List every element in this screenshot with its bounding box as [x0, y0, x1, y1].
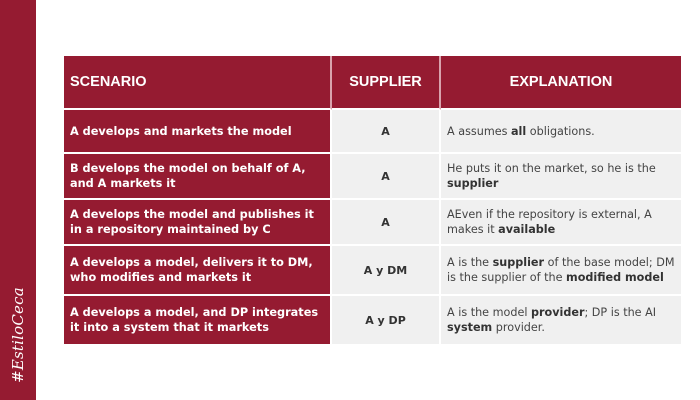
text-run: AEven if the repository is external, A m…	[447, 208, 652, 236]
explanation-text: AEven if the repository is external, A m…	[447, 207, 675, 237]
emphasis-text: system	[447, 321, 493, 334]
text-run: ; DP is the AI	[584, 306, 657, 319]
explanation-text: A assumes all obligations.	[447, 124, 595, 139]
table-row: A develops a model, delivers it to DM, w…	[64, 246, 681, 296]
scenario-cell: B develops the model on behalf of A, and…	[64, 154, 332, 200]
emphasis-text: all	[510, 124, 527, 138]
supplier-cell: A	[332, 110, 441, 154]
text-run: of the base model; DM is the supplier of…	[447, 256, 675, 284]
side-brand-band: #EstiloCeca	[0, 0, 36, 400]
table-row: A develops the model and publishes it in…	[64, 200, 681, 246]
header-scenario: SCENARIO	[64, 56, 332, 110]
explanation-cell: A is the supplier of the base model; DM …	[441, 246, 681, 296]
scenario-cell: A develops a model, delivers it to DM, w…	[64, 246, 332, 296]
text-run: provider.	[492, 321, 545, 334]
emphasis-text: supplier	[447, 177, 499, 190]
explanation-cell: He puts it on the market, so he is the s…	[441, 154, 681, 200]
emphasis-text: provider	[531, 306, 585, 319]
emphasis-text: modified model	[566, 271, 664, 284]
emphasis-text: supplier	[492, 256, 545, 269]
supplier-cell: A	[332, 200, 441, 246]
supplier-cell: A	[332, 154, 441, 200]
supplier-scenarios-table: SCENARIO SUPPLIER EXPLANATION A develops…	[64, 56, 681, 344]
hashtag-label: #EstiloCeca	[9, 287, 27, 383]
header-explanation: EXPLANATION	[441, 56, 681, 110]
explanation-text: A is the supplier of the base model; DM …	[447, 255, 675, 285]
table-row: A develops and markets the model A A ass…	[64, 110, 681, 154]
supplier-cell: A y DM	[332, 246, 441, 296]
text-run: A is the	[447, 256, 493, 269]
table-row: A develops a model, and DP integrates it…	[64, 296, 681, 344]
supplier-cell: A y DP	[332, 296, 441, 344]
explanation-cell: A assumes all obligations.	[441, 110, 681, 154]
text-run: A is the model	[447, 306, 532, 319]
emphasis-text: available	[498, 223, 556, 236]
scenario-cell: A develops a model, and DP integrates it…	[64, 296, 332, 344]
explanation-cell: A is the model provider; DP is the AI sy…	[441, 296, 681, 344]
explanation-text: He puts it on the market, so he is the s…	[447, 161, 675, 191]
scenario-cell: A develops and markets the model	[64, 110, 332, 154]
text-run: He puts it on the market, so he is the	[447, 162, 656, 175]
scenario-cell: A develops the model and publishes it in…	[64, 200, 332, 246]
header-supplier: SUPPLIER	[332, 56, 441, 110]
table-header-row: SCENARIO SUPPLIER EXPLANATION	[64, 56, 681, 110]
text-run: obligations.	[526, 124, 595, 138]
text-run: A assumes	[447, 124, 511, 138]
explanation-text: A is the model provider; DP is the AI sy…	[447, 305, 675, 335]
explanation-cell: AEven if the repository is external, A m…	[441, 200, 681, 246]
table-row: B develops the model on behalf of A, and…	[64, 154, 681, 200]
